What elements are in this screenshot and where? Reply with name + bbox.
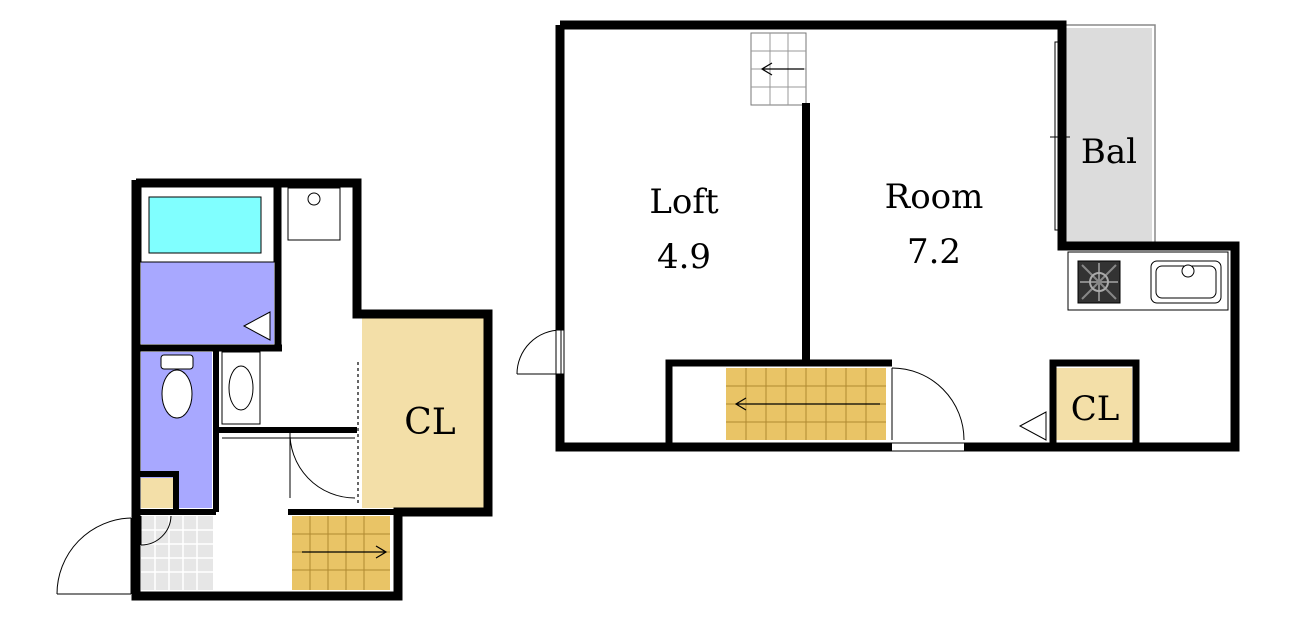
balcony-label: Bal: [1081, 132, 1137, 172]
closet-upper-floor: [1056, 368, 1132, 440]
balcony-floor: [1066, 28, 1152, 242]
upper-walls: [555, 20, 1240, 452]
drain-icon: [307, 192, 321, 206]
closet-upper-label: CL: [1071, 389, 1120, 429]
loft-size-label: 4.9: [657, 237, 711, 277]
bathroom-door-icon: [242, 311, 271, 341]
loft-ladder: [750, 32, 807, 106]
stairs-upper: [726, 368, 886, 440]
stairs-lower: [292, 516, 390, 590]
closet-lower-label: CL: [404, 402, 456, 443]
lower-walls: [131, 178, 493, 601]
lower-floor: CL: [56, 178, 493, 601]
room-entry-opening: [556, 329, 564, 375]
loft-label: Loft: [649, 182, 719, 222]
toilet-icon: [160, 354, 194, 419]
entrance-tiles: [141, 516, 213, 590]
closet-door-icon: [1018, 411, 1047, 441]
stair-hall-door: [891, 367, 965, 441]
closet-lower-floor: [362, 318, 484, 508]
room-label: Room: [885, 177, 984, 217]
balcony-rail: [1062, 24, 1156, 242]
toilet-door: [140, 515, 172, 546]
room-size-label: 7.2: [907, 232, 961, 272]
shoe-closet: [141, 478, 173, 508]
stove-icon: [1077, 260, 1121, 304]
wash-basin-icon: [228, 365, 254, 411]
washroom-door: [222, 429, 356, 499]
bath-tub: [148, 196, 262, 254]
upper-floor: Loft 4.9 Room 7.2 Bal CL: [516, 20, 1240, 452]
sink-icon: [1150, 260, 1222, 304]
room-entry-door: [516, 329, 562, 375]
entrance-door: [56, 517, 132, 595]
